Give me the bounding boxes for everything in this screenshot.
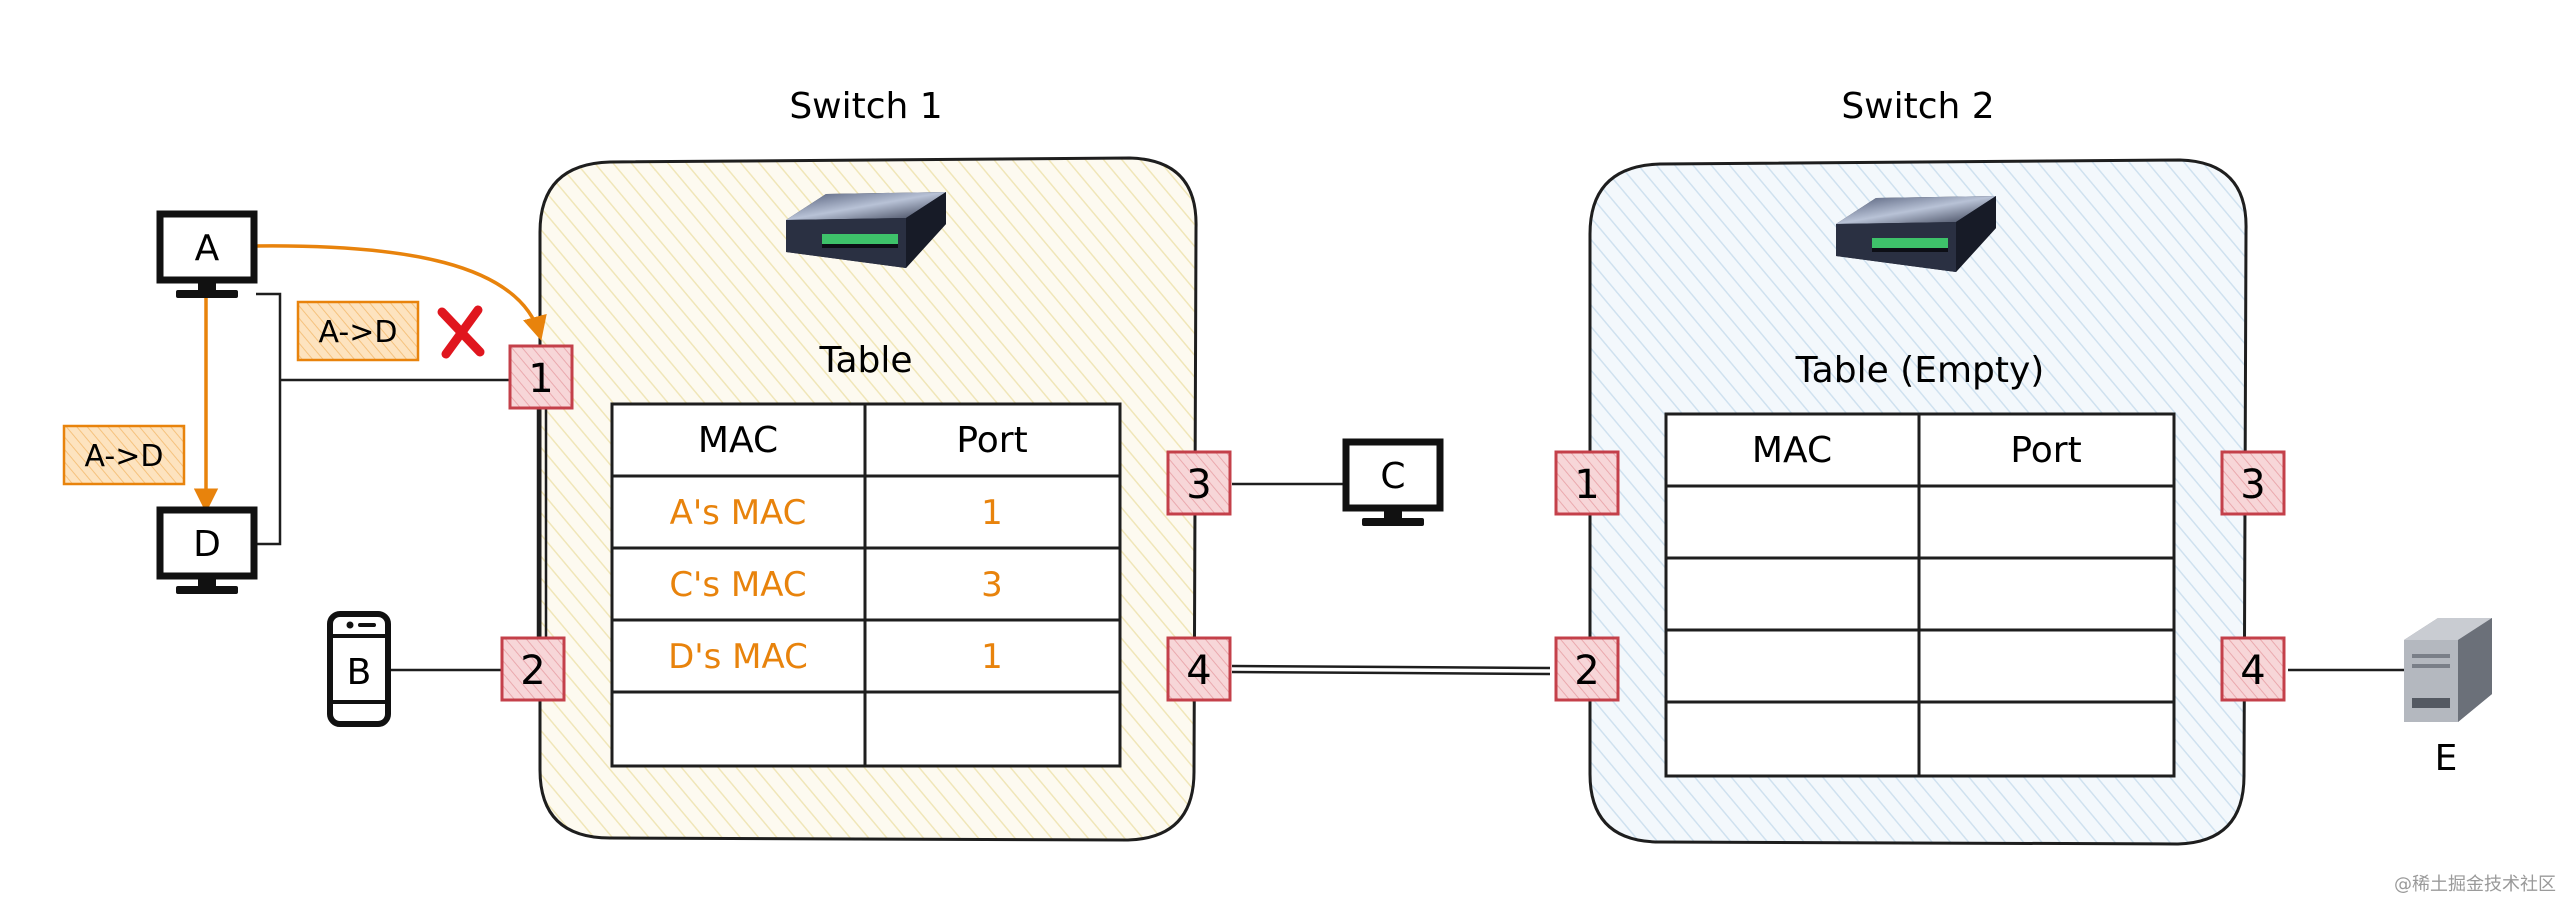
host-b: B: [327, 611, 391, 727]
link-a-d-bus: [256, 292, 282, 546]
link-s1-port-1-to-port-2: [536, 398, 548, 640]
port-label: 4: [2240, 648, 2265, 694]
switch-2-port-3: 3: [2220, 450, 2286, 516]
link-s1-port-4-to-s2-port-2: [1231, 664, 1551, 676]
phone-icon: [327, 611, 391, 727]
monitor-icon: [156, 506, 258, 594]
switch-2-header-port: Port: [2010, 430, 2081, 471]
switch-1-header-mac: MAC: [698, 420, 778, 461]
switch-2: Switch 2 Table (Empty) MAC Port: [1588, 86, 2248, 846]
switch-1-table-title: Table: [818, 340, 912, 381]
port-label: 1: [528, 356, 553, 402]
switch-1-header-port: Port: [956, 420, 1027, 461]
table-cell-mac: A's MAC: [670, 493, 807, 533]
host-d-label: D: [193, 524, 221, 565]
switch-2-port-4: 4: [2220, 636, 2286, 702]
switch-2-header-mac: MAC: [1752, 430, 1832, 471]
table-cell-port: 1: [981, 637, 1003, 677]
table-row: A's MAC 1: [670, 493, 1003, 533]
host-d: D: [156, 506, 258, 594]
host-c-label: C: [1380, 456, 1405, 497]
links: [256, 292, 2404, 676]
port-label: 3: [2240, 462, 2265, 508]
table-cell-port: 3: [981, 565, 1003, 605]
frame-label-text: A->D: [319, 315, 398, 350]
frame-label-text: A->D: [85, 439, 164, 474]
table-row: D's MAC 1: [668, 637, 1003, 677]
host-b-label: B: [347, 652, 372, 693]
switch-1-port-3: 3: [1166, 450, 1232, 516]
host-a-label: A: [195, 228, 220, 269]
table-row: C's MAC 3: [669, 565, 1003, 605]
monitor-icon: [156, 210, 258, 298]
switch-1-title: Switch 1: [789, 86, 942, 127]
table-cell-mac: C's MAC: [669, 565, 806, 605]
switch-2-port-1: 1: [1554, 450, 1620, 516]
switch-2-device-icon: [1836, 196, 1996, 272]
switch-2-title: Switch 2: [1841, 86, 1994, 127]
switch-1: Switch 1 Table MAC Port A's MAC 1 C's: [538, 86, 1198, 842]
host-e: E: [2404, 618, 2492, 779]
port-label: 1: [1574, 462, 1599, 508]
host-c: C: [1342, 438, 1444, 526]
switch-1-port-4: 4: [1166, 636, 1232, 702]
frame-path-a-to-s1-port-1: [251, 244, 547, 341]
table-cell-mac: D's MAC: [668, 637, 808, 677]
drop-x-icon: [437, 305, 485, 359]
watermark: @稀土掘金技术社区: [2394, 874, 2556, 895]
table-cell-port: 1: [981, 493, 1003, 533]
switch-1-mac-table: MAC Port A's MAC 1 C's MAC 3 D's MAC 1: [610, 402, 1122, 768]
monitor-icon: [1342, 438, 1444, 526]
port-label: 2: [520, 648, 545, 694]
port-label: 4: [1186, 648, 1211, 694]
host-a: A: [156, 210, 258, 298]
port-label: 2: [1574, 648, 1599, 694]
switch-1-port-1: 1: [508, 344, 574, 410]
frame-label: A->D: [62, 424, 186, 486]
switch-2-table-title: Table (Empty): [1795, 350, 2045, 391]
switch-2-port-2: 2: [1554, 636, 1620, 702]
frame-paths: [193, 244, 547, 513]
switch-1-device-icon: [786, 192, 946, 268]
port-label: 3: [1186, 462, 1211, 508]
host-e-label: E: [2435, 738, 2458, 779]
server-icon: [2404, 618, 2492, 722]
switch-2-mac-table: MAC Port: [1664, 412, 2176, 778]
frame-label-dropped: A->D: [296, 300, 420, 362]
switch-1-port-2: 2: [500, 636, 566, 702]
